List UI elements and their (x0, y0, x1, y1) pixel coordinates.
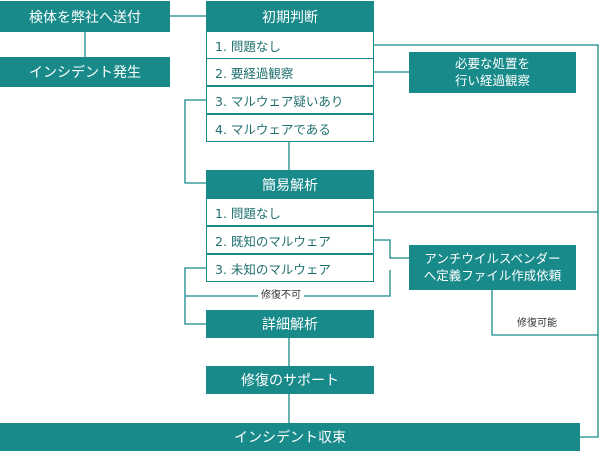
initial-item-label: 1. 問題なし (215, 38, 281, 54)
initial-judgment-header: 初期判断 (206, 1, 374, 32)
edge-known-to-av-vendor (374, 239, 409, 259)
av-vendor-line-1: アンチウイルスベンダー (424, 251, 561, 267)
initial-item-label: 2. 要経過観察 (215, 65, 294, 81)
edge-av-not-repairable (185, 270, 391, 297)
necessary-action-line-1: 必要な処置を (454, 56, 530, 72)
simple-analysis-header: 簡易解析 (206, 170, 374, 199)
simple-item-label: 1. 問題なし (215, 205, 281, 221)
simple-item-known-malware: 2. 既知のマルウェア (206, 226, 374, 254)
detailed-analysis-label: 詳細解析 (262, 317, 318, 333)
repair-support-box: 修復のサポート (206, 366, 374, 394)
repair-support-label: 修復のサポート (241, 373, 339, 389)
initial-item-needs-monitoring: 2. 要経過観察 (206, 58, 374, 86)
necessary-action-line-2: 行い経過観察 (454, 72, 530, 88)
initial-item-label: 4. マルウェアである (215, 121, 331, 137)
simple-item-label: 2. 既知のマルウェア (215, 233, 331, 249)
necessary-action-box: 必要な処置を 行い経過観察 (409, 52, 576, 93)
initial-item-is-malware: 4. マルウェアである (206, 114, 374, 142)
incident-closure-label: インシデント収束 (234, 430, 346, 446)
incident-occurs-box: インシデント発生 (0, 57, 170, 87)
simple-item-label: 3. 未知のマルウェア (215, 261, 331, 277)
av-vendor-request-box: アンチウイルスベンダー へ定義ファイル作成依頼 (409, 245, 576, 290)
initial-judgment-title: 初期判断 (262, 9, 318, 26)
edge-av-repairable (491, 290, 598, 336)
sample-submission-box: 検体を弊社へ送付 (0, 1, 170, 32)
initial-item-label: 3. マルウェア疑いあり (215, 93, 344, 109)
simple-item-unknown-malware: 3. 未知のマルウェア (206, 254, 374, 282)
incident-closure-box: インシデント収束 (0, 423, 580, 451)
initial-item-suspected-malware: 3. マルウェア疑いあり (206, 86, 374, 114)
edge-suspect-to-simple (184, 99, 206, 184)
sample-submission-label: 検体を弊社へ送付 (29, 9, 141, 26)
initial-item-no-problem: 1. 問題なし (206, 31, 374, 59)
incident-occurs-label: インシデント発生 (29, 65, 141, 81)
simple-analysis-title: 簡易解析 (262, 177, 318, 194)
simple-item-no-problem: 1. 問題なし (206, 198, 374, 226)
detailed-analysis-box: 詳細解析 (206, 310, 374, 338)
repairable-label: 修復可能 (514, 318, 560, 330)
av-vendor-line-2: へ定義ファイル作成依頼 (423, 267, 562, 283)
edge-initial-ok-to-closure (374, 44, 599, 438)
not-repairable-label: 修復不可 (258, 290, 304, 302)
